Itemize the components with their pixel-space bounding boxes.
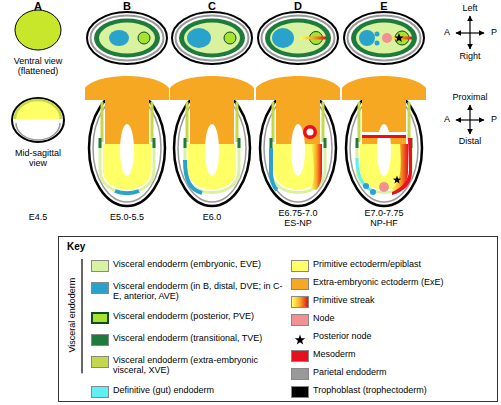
legend-label: Primitive streak — [313, 295, 493, 305]
legend-label: Visceral endoderm (embryonic, EVE) — [113, 259, 285, 269]
legend-label: Posterior node — [313, 331, 493, 341]
legend-label: Visceral endoderm (posterior, PVE) — [113, 311, 285, 321]
legend-swatch — [91, 334, 109, 346]
group-label: Visceral endoderm — [67, 260, 77, 370]
legend-swatch — [291, 386, 309, 398]
stage-label: E7.0-7.75 NP-HF — [358, 208, 410, 229]
legend-label: Trophoblast (trophectoderm) — [313, 385, 493, 395]
panel-letter: E — [376, 0, 392, 13]
legend-label: Extra-embryonic ectoderm (ExE) — [313, 277, 493, 287]
axis-label: Left — [455, 3, 485, 13]
stage-label: E4.5 — [16, 212, 60, 222]
key-box: KeyVisceral endoderm (embryonic, EVE) Vis… — [58, 236, 498, 402]
star-symbol — [291, 334, 309, 346]
sagittal-embryo-a — [12, 98, 64, 142]
legend-swatch — [291, 260, 309, 272]
legend-label: Primitive ectoderm/epiblast — [313, 259, 493, 269]
legend-symbol — [291, 332, 309, 344]
sagittal-embryo-e — [342, 76, 426, 206]
legend-label: Visceral endoderm (transitional, TVE) — [113, 333, 285, 343]
axis-label: Right — [453, 51, 487, 61]
stage-label: E6.0 — [190, 212, 234, 222]
legend-swatch — [91, 282, 109, 294]
legend-label: Visceral endoderm (extra-embryonic visce… — [113, 355, 285, 376]
view-label: Mid-sagittal view — [7, 148, 69, 169]
axis-label: P — [489, 114, 499, 124]
axis-label: A — [442, 27, 452, 37]
ventral-embryo-d — [258, 12, 338, 64]
axis-compass — [456, 16, 484, 134]
legend-swatch — [91, 312, 109, 324]
legend-label: Parietal endoderm — [313, 367, 493, 377]
ventral-embryo-b — [87, 12, 167, 64]
view-label: Ventral view (flattened) — [7, 56, 69, 77]
axis-label: Distal — [452, 136, 488, 146]
panel-letter: C — [204, 0, 220, 13]
sagittal-embryo-c — [170, 76, 254, 206]
axis-label: Proximal — [447, 92, 493, 102]
panel-letter: A — [30, 0, 46, 13]
panel-letter: D — [290, 0, 306, 13]
legend-swatch — [91, 386, 109, 398]
ventral-embryo-a — [15, 10, 61, 50]
legend-label: Visceral endoderm (in B, distal, DVE; in… — [113, 281, 285, 302]
stage-label: E6.75-7.0 ES-NP — [272, 208, 324, 229]
ventral-embryo-e — [344, 12, 424, 64]
stage-label: E5.0-5.5 — [97, 212, 157, 222]
ventral-embryo-c — [172, 12, 252, 64]
legend-bracket — [81, 259, 82, 373]
legend-heading: Key — [67, 241, 85, 252]
legend-swatch — [291, 350, 309, 362]
legend-swatch — [291, 314, 309, 326]
panel-letter: B — [119, 0, 135, 13]
axis-label: A — [442, 114, 452, 124]
axis-label: P — [489, 27, 499, 37]
legend-label: Mesoderm — [313, 349, 493, 359]
legend-swatch — [291, 296, 309, 308]
legend-swatch — [291, 278, 309, 290]
legend-swatch — [91, 260, 109, 272]
legend-swatch — [291, 368, 309, 380]
legend-swatch — [91, 356, 109, 368]
legend-label: Node — [313, 313, 493, 323]
sagittal-embryo-d — [256, 76, 340, 206]
sagittal-embryo-b — [85, 76, 169, 206]
legend-label: Definitive (gut) endoderm — [113, 385, 285, 395]
